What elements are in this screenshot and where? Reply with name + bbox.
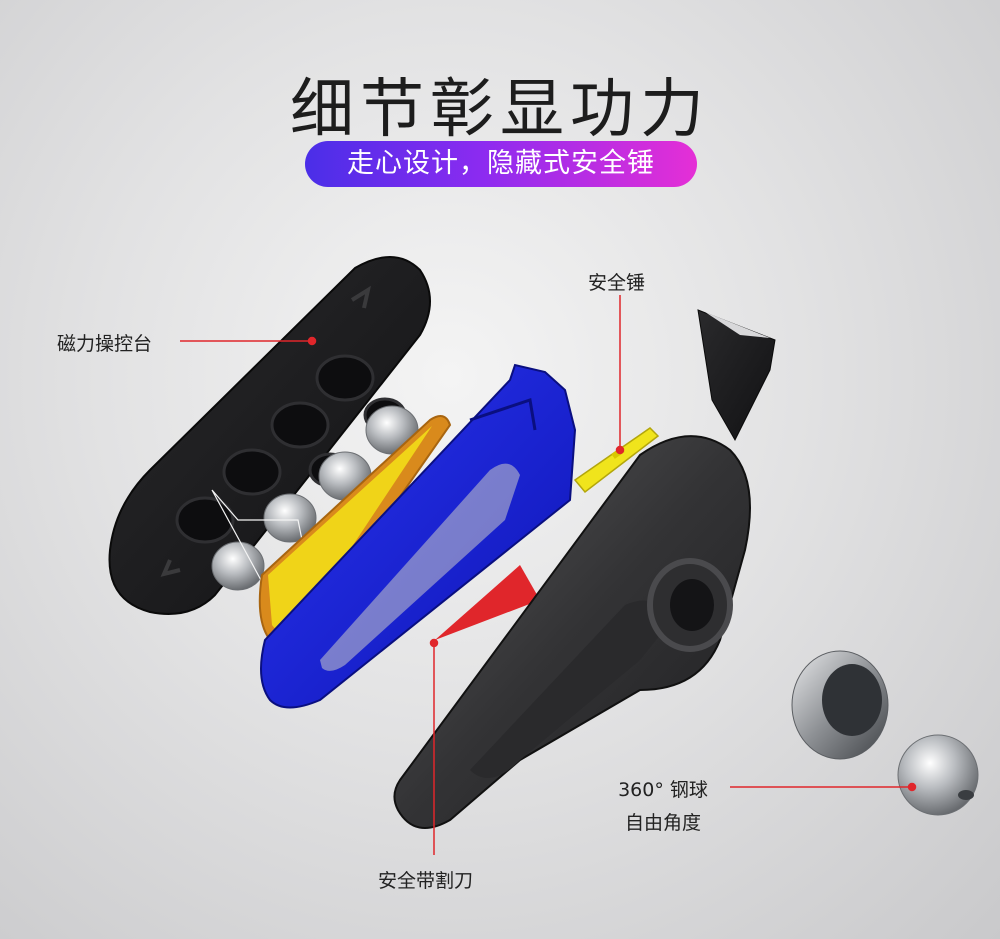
- label-steel-ball-line2: 自由角度: [624, 812, 701, 834]
- gray-housing-part: [393, 435, 751, 829]
- label-belt-cutter: 安全带割刀: [378, 870, 474, 892]
- blue-frame-part: [260, 363, 577, 709]
- label-safety-hammer: 安全锤: [588, 272, 646, 294]
- hammer-wedge-part: [697, 309, 776, 442]
- callout-lines: [180, 295, 917, 855]
- steel-ball-part: [897, 734, 979, 816]
- subtitle-badge: 走心设计，隐藏式安全锤: [305, 141, 697, 187]
- page-title: 细节彰显功力: [290, 73, 710, 147]
- belt-cutter-blade-part: [435, 565, 540, 640]
- label-magnetic-console: 磁力操控台: [57, 333, 153, 355]
- label-steel-ball-line1: 360° 钢球: [618, 779, 708, 801]
- steel-ring-part: [791, 650, 889, 760]
- label-steel-ball: 360° 钢球 自由角度: [598, 775, 728, 835]
